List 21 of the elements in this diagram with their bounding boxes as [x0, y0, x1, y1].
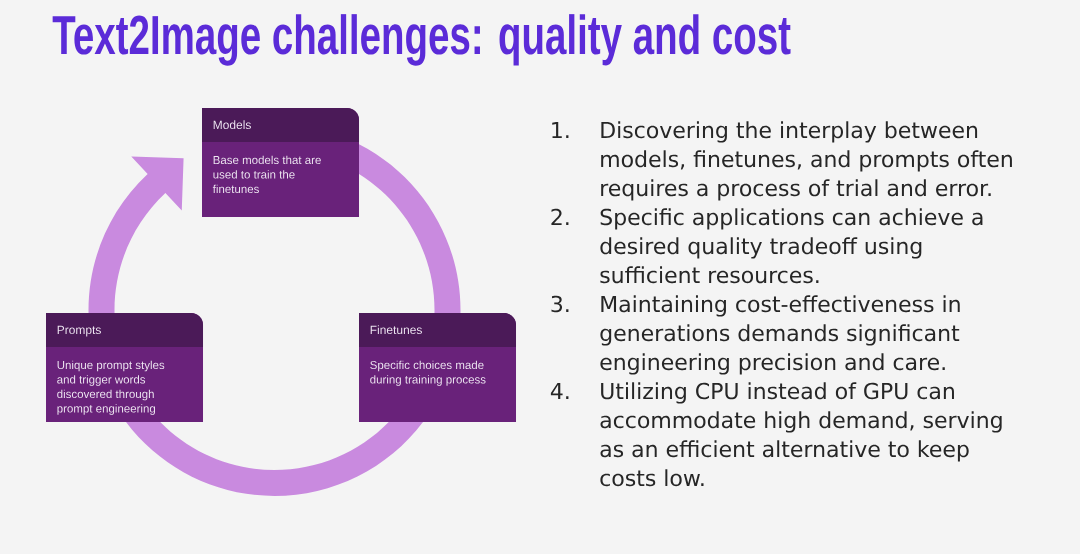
list-item-text: Discovering the interplay between models, finetunes, and prompts often requires a process of trial and error.: [601, 121, 1012, 201]
list-item-text: Maintaining cost-effectiveness in generations demands significant engineering precision and care.: [600, 295, 960, 375]
curved-connector: [126, 422, 423, 496]
list-number: 2.: [551, 208, 569, 225]
box-title: Models: [213, 120, 251, 130]
box-title: Finetunes: [370, 325, 422, 335]
curved-connector: [359, 144, 461, 313]
box-text: Specific choices made during training process: [370, 360, 486, 386]
list-number: 1.: [552, 121, 569, 138]
list-number: 4.: [550, 382, 569, 399]
box-text: Base models that are used to train the finetunes: [212, 155, 321, 194]
curved-arrow: [88, 156, 184, 313]
titled-box: [202, 108, 359, 217]
list-item-text: Utilizing CPU instead of GPU can accommodate high demand, serving as an efficient alternative to keep costs low.: [600, 382, 1002, 487]
list-item-text: Specific applications can achieve a desired quality tradeoff using sufficient resources.: [600, 208, 983, 284]
titled-box: [359, 313, 516, 422]
slide-title: Text2Image challenges: quality and cost: [52, 14, 791, 66]
list-number: 3.: [551, 295, 569, 313]
box-title: Prompts: [57, 325, 101, 337]
titled-box: [46, 313, 203, 422]
box-text: Unique prompt styles and trigger words discovered through prompt engineering: [57, 360, 165, 415]
